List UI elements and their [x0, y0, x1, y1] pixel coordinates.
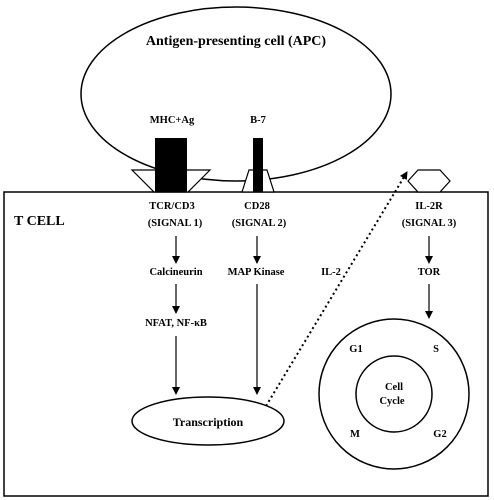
b7-block	[253, 138, 263, 192]
apc-label: Antigen-presenting cell (APC)	[146, 34, 326, 49]
cd28-label: CD28	[244, 201, 270, 212]
transcription-label: Transcription	[173, 415, 244, 429]
signal-2-label: (SIGNAL 2)	[232, 218, 287, 229]
mhc-ag-label: MHC+Ag	[150, 115, 195, 126]
tor-label: TOR	[418, 267, 441, 278]
cell-cycle-inner-ring	[355, 355, 433, 433]
phase-s-label: S	[433, 344, 439, 355]
il2-label: IL-2	[321, 267, 341, 278]
mhc-ag-block-overlay	[155, 138, 187, 192]
b7-label: B-7	[250, 115, 266, 126]
nfat-nfkb-label: NFAT, NF-κB	[145, 318, 207, 329]
tcr-cd3-label: TCR/CD3	[149, 201, 195, 212]
il2r-receptor	[407, 169, 451, 193]
t-cell-label: T CELL	[14, 214, 65, 229]
phase-g2-label: G2	[433, 429, 446, 440]
map-kinase-label: MAP Kinase	[228, 267, 285, 278]
cell-cycle-center-line2: Cycle	[379, 396, 404, 407]
signal-3-label: (SIGNAL 3)	[402, 218, 457, 229]
phase-g1-label: G1	[349, 344, 362, 355]
apc-cell	[80, 6, 392, 182]
il2-dotted-arrow	[265, 171, 408, 407]
calcineurin-label: Calcineurin	[149, 267, 202, 278]
il2r-label: IL-2R	[415, 201, 443, 212]
transcription-ellipse	[131, 396, 285, 446]
phase-m-label: M	[350, 429, 360, 440]
cell-cycle-center-line1: Cell	[385, 382, 403, 393]
signal-1-label: (SIGNAL 1)	[148, 218, 203, 229]
